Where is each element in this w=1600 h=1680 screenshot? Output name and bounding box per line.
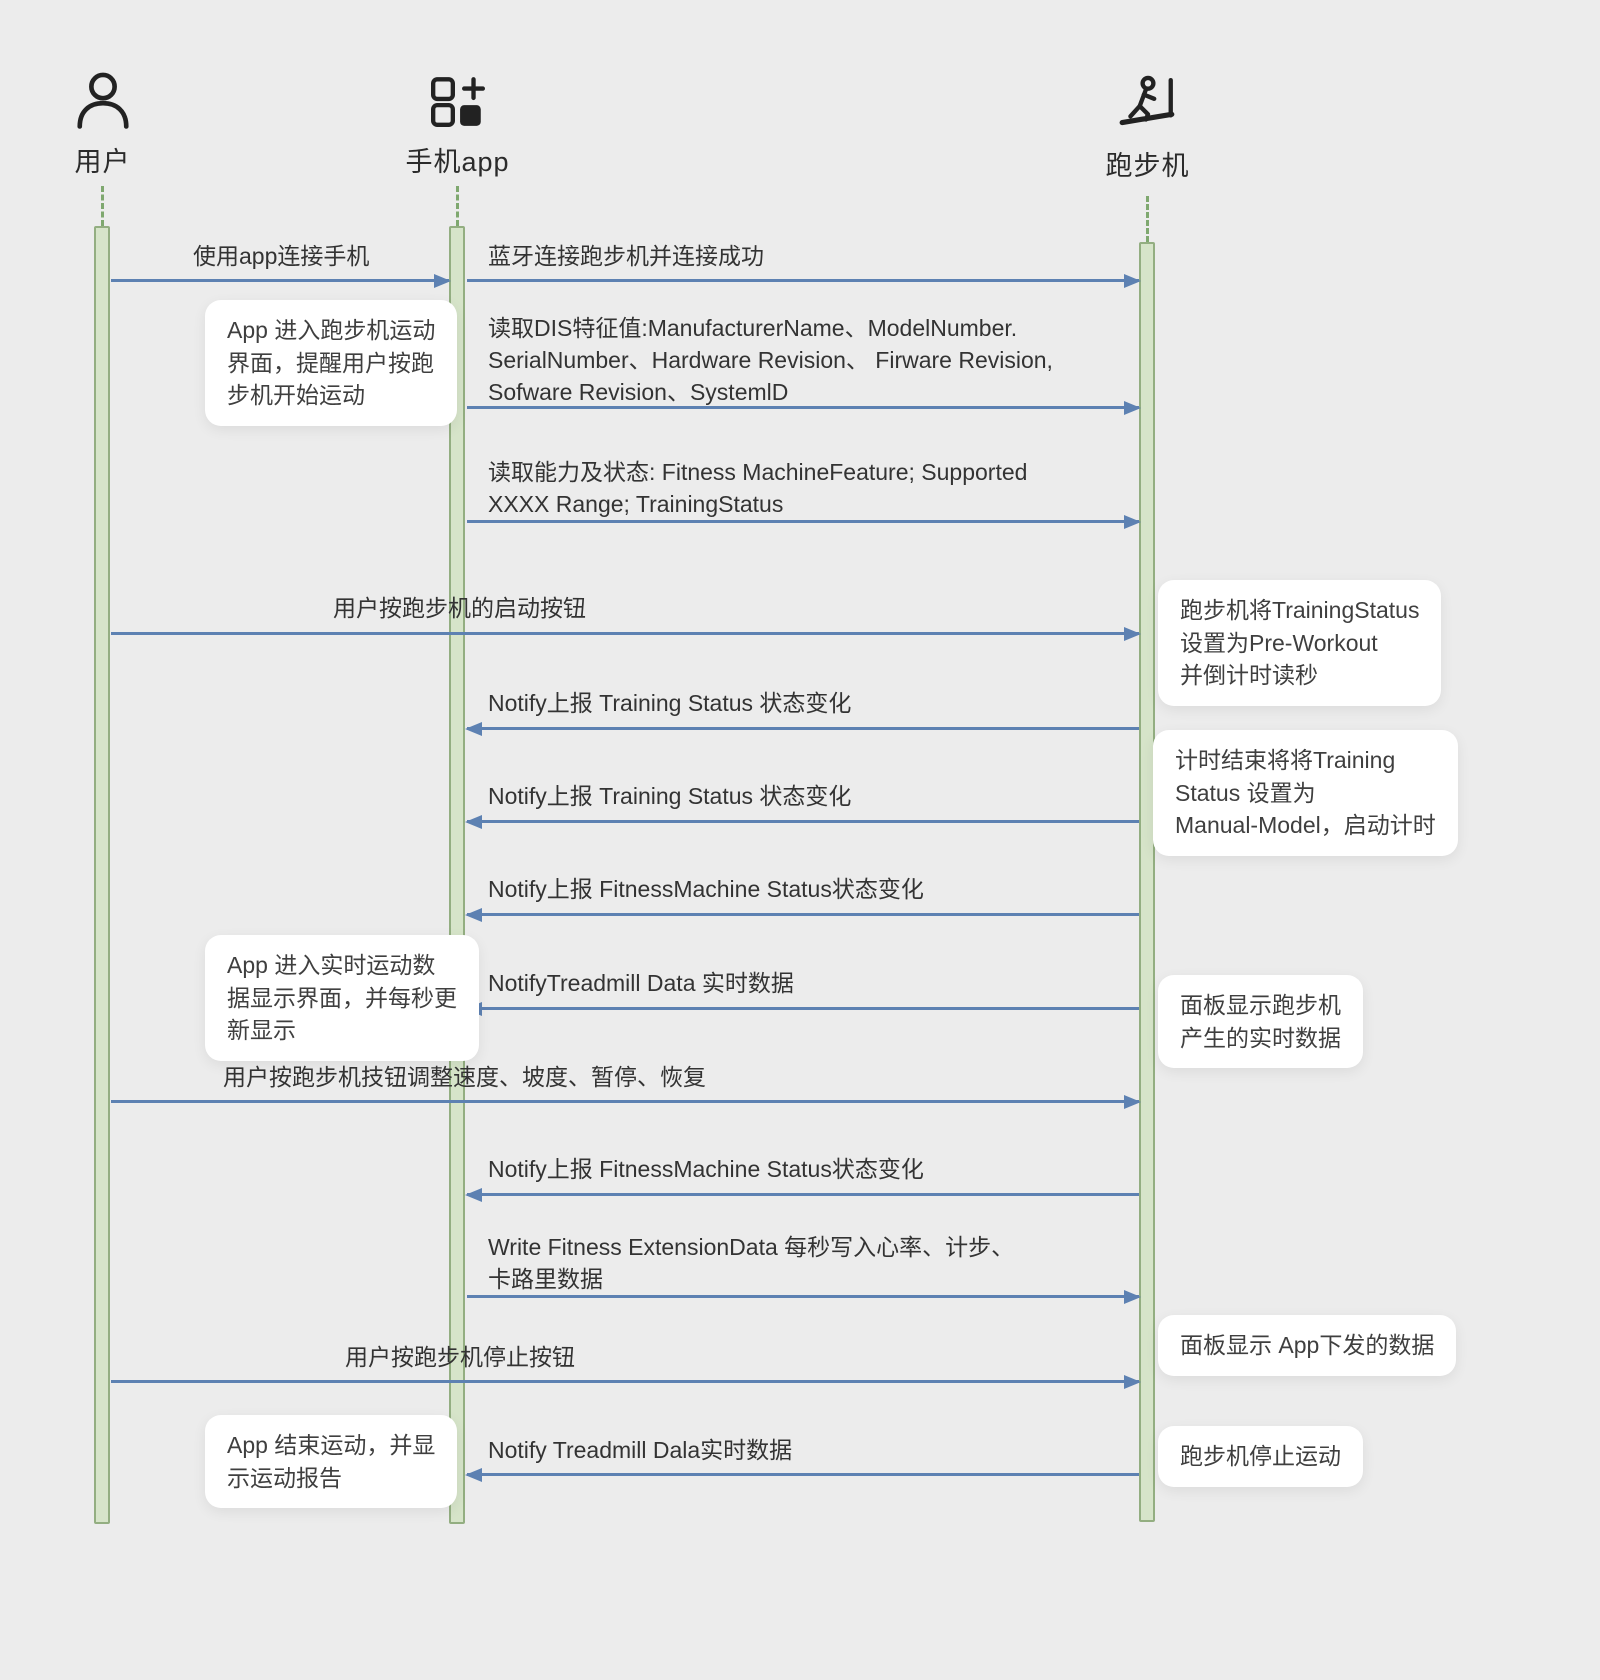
- actor-label-treadmill: 跑步机: [1105, 151, 1190, 181]
- actor-app: 手机app: [395, 70, 520, 179]
- activation-bar-treadmill: [1139, 242, 1155, 1522]
- message-label: 读取DIS特征值:ManufacturerName、ModelNumber. S…: [488, 315, 1053, 406]
- message-label: 用户按跑步机技钮调整速度、坡度、暂停、恢复: [223, 1064, 706, 1090]
- message-label: NotifyTreadmill Data 实时数据: [488, 970, 794, 996]
- message-label: 使用app连接手机: [193, 243, 370, 269]
- actor-label-user: 用户: [74, 147, 131, 177]
- note: App 结束运动，并显 示运动报告: [205, 1415, 458, 1509]
- activation-bar-app: [449, 226, 465, 1524]
- message-label: Notify上报 FitnessMachine Status状态变化: [488, 1156, 924, 1182]
- message-arrow: [467, 1193, 1139, 1196]
- message-label: Write Fitness ExtensionData 每秒写入心率、计步、 卡…: [488, 1234, 1015, 1293]
- message-label: 蓝牙连接跑步机并连接成功: [488, 243, 764, 269]
- message-arrow: [467, 1007, 1139, 1010]
- message-arrow: [467, 520, 1139, 523]
- message-arrow: [111, 279, 449, 282]
- treadmill-icon: [1085, 74, 1210, 136]
- note: 面板显示 App下发的数据: [1158, 1315, 1457, 1376]
- person-icon: [40, 70, 165, 132]
- message-label: Notify上报 FitnessMachine Status状态变化: [488, 876, 924, 902]
- activation-bar-user: [94, 226, 110, 1524]
- note: 跑步机停止运动: [1158, 1426, 1363, 1487]
- message-arrow: [111, 1100, 1139, 1103]
- message-arrow: [467, 913, 1139, 916]
- message-label: Notify上报 Training Status 状态变化: [488, 690, 852, 716]
- message-arrow: [111, 632, 1139, 635]
- note: 跑步机将TrainingStatus 设置为Pre-Workout 并倒计时读秒: [1158, 580, 1442, 706]
- message-arrow: [467, 1295, 1139, 1298]
- lifeline-dash-treadmill: [1146, 196, 1149, 242]
- message-label: 用户按跑步机停止按钮: [345, 1344, 575, 1370]
- actor-treadmill: 跑步机: [1085, 74, 1210, 183]
- note: 计时结束将将Training Status 设置为 Manual-Model，启…: [1153, 730, 1458, 856]
- message-arrow: [111, 1380, 1139, 1383]
- message-arrow: [467, 820, 1139, 823]
- message-arrow: [467, 727, 1139, 730]
- note: App 进入实时运动数 据显示界面，并每秒更 新显示: [205, 935, 479, 1061]
- app-icon: [395, 70, 520, 132]
- message-arrow: [467, 406, 1139, 409]
- lifeline-dash-user: [101, 186, 104, 226]
- note: 面板显示跑步机 产生的实时数据: [1158, 975, 1363, 1069]
- actor-user: 用户: [40, 70, 165, 179]
- message-label: 用户按跑步机的启动按钮: [333, 595, 586, 621]
- note: App 进入跑步机运动 界面，提醒用户按跑 步机开始运动: [205, 300, 458, 426]
- message-label: 读取能力及状态: Fitness MachineFeature; Support…: [488, 459, 1028, 518]
- actor-label-app: 手机app: [405, 147, 510, 177]
- message-arrow: [467, 1473, 1139, 1476]
- message-label: Notify上报 Training Status 状态变化: [488, 783, 852, 809]
- lifeline-dash-app: [456, 186, 459, 226]
- message-label: Notify Treadmill Dala实时数据: [488, 1437, 793, 1463]
- message-arrow: [467, 279, 1139, 282]
